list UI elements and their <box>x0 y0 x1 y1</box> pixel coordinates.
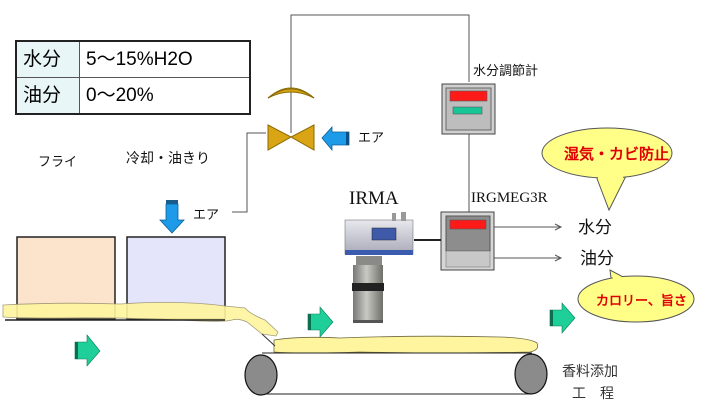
callout-top <box>541 127 673 212</box>
irma-label: IRMA <box>349 188 399 209</box>
flow-arrow-icon <box>74 334 101 367</box>
spec-key: 水分 <box>15 40 80 78</box>
moisture-controller-label: 水分調節計 <box>473 64 539 79</box>
conveyor-roller-right <box>514 353 548 395</box>
fry-label: フライ <box>38 155 78 170</box>
product-strip-upper <box>2 302 279 337</box>
output-moisture-label: 水分 <box>578 218 612 238</box>
next-process-label-2: 工 程 <box>572 386 614 402</box>
output-arrows <box>494 223 563 262</box>
spec-value: 0～20% <box>79 77 251 115</box>
spec-key: 油分 <box>15 77 80 115</box>
air-inlet-arrow-icon <box>321 125 350 152</box>
callout-top-text: 湿気・カビ防止 <box>564 145 670 163</box>
callout-bottom <box>577 269 695 323</box>
signal-lines <box>232 14 470 213</box>
next-process-label-1: 香料添加 <box>562 364 618 380</box>
moisture-controller-unit[interactable] <box>441 83 496 135</box>
air-label-top: エア <box>358 131 385 146</box>
spec-value: 5～15%H2O <box>79 40 251 78</box>
flow-arrow-icon <box>307 306 334 338</box>
conveyor-belt <box>244 352 548 396</box>
output-oil-label: 油分 <box>580 249 614 269</box>
irgmeg3r-label: IRGMEG3R <box>471 190 548 206</box>
flow-arrow-icon <box>549 302 576 334</box>
spec-table: 水分 5～15%H2O 油分 0～20% <box>15 40 251 115</box>
air-label-bottom: エア <box>193 208 220 223</box>
control-valve[interactable] <box>267 124 315 151</box>
cooling-label: 冷却・油きり <box>126 151 210 167</box>
callout-bottom-text: カロリー、旨さ <box>596 294 687 309</box>
spec-row: 水分 5～15%H2O <box>15 40 251 78</box>
product-strip-lower <box>273 335 539 354</box>
irma-sensor[interactable] <box>344 212 414 323</box>
air-down-arrow-icon <box>159 200 185 234</box>
conveyor-roller-left <box>244 354 278 396</box>
spec-row: 油分 0～20% <box>15 77 251 115</box>
irgmeg3r-unit[interactable] <box>440 211 495 271</box>
